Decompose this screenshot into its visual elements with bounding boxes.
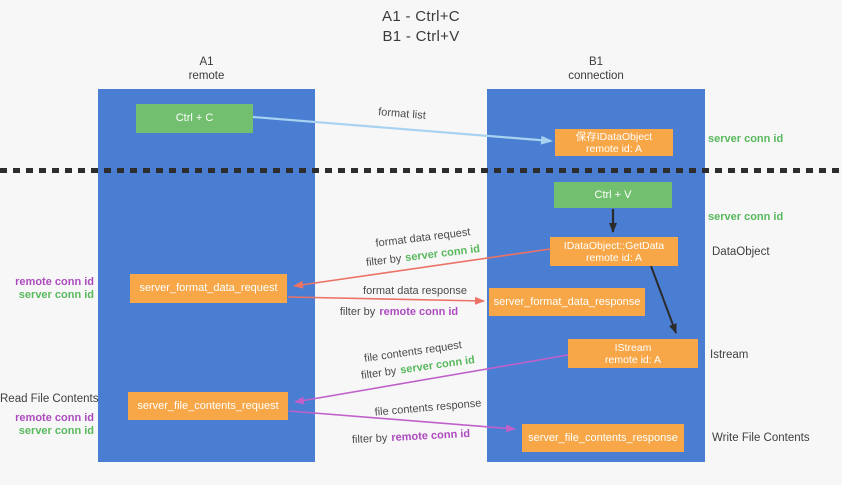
node-save-idataobject-line2: remote id: A [585, 142, 643, 155]
node-server-file-contents-request: server_file_contents_request [128, 392, 288, 420]
title-line-2: B1 - Ctrl+V [382, 28, 460, 45]
label-filter-by-2: filter by [339, 306, 376, 318]
node-istream: IStream remote id: A [568, 339, 698, 368]
label-filter-by-1: filter by [365, 252, 403, 269]
node-ctrl-v: Ctrl + V [554, 182, 672, 208]
node-server-format-data-request: server_format_data_request [130, 274, 287, 303]
node-idataobject-getdata: IDataObject::GetData remote id: A [550, 237, 678, 266]
annotation-read-file-contents: Read File Contents [0, 393, 99, 405]
annotation-write-file-contents: Write File Contents [712, 432, 810, 444]
annotation-remote-conn-id-1: remote conn id [15, 276, 94, 288]
node-file-request-label: server_file_contents_request [137, 399, 279, 412]
node-server-file-contents-response: server_file_contents_response [522, 424, 684, 452]
annotation-conn-ids-left-top: remote conn id server conn id [0, 276, 94, 302]
lane-a-header: A1 remote [98, 55, 315, 83]
title-line-1: A1 - Ctrl+C [382, 8, 460, 25]
annotation-remote-conn-id-2: remote conn id [15, 412, 94, 424]
node-ctrl-v-label: Ctrl + V [594, 188, 632, 201]
label-filter-by-3: filter by [360, 365, 398, 382]
label-format-data-response: format data response [363, 285, 467, 297]
node-format-response-label: server_format_data_response [493, 295, 641, 308]
annotation-istream: Istream [710, 349, 749, 361]
annotation-dataobject: DataObject [712, 246, 770, 258]
node-format-request-label: server_format_data_request [139, 282, 278, 294]
node-file-response-label: server_file_contents_response [528, 431, 678, 444]
label-filter-remote-value-2: remote conn id [391, 427, 471, 445]
label-filter-by-4: filter by [351, 432, 388, 447]
lane-b-role: connection [568, 70, 624, 82]
lane-b-header: B1 connection [487, 55, 705, 83]
node-save-idataobject-line1: 保存IDataObject [575, 130, 653, 143]
annotation-server-conn-id-mid: server conn id [708, 211, 784, 223]
node-istream-line2: remote id: A [604, 353, 662, 366]
lane-a-role: remote [188, 70, 225, 82]
label-format-list: format list [377, 106, 427, 122]
node-ctrl-c: Ctrl + C [136, 104, 253, 133]
node-server-format-data-response: server_format_data_response [489, 288, 645, 316]
lane-a-name: A1 [199, 56, 214, 68]
dotted-divider [0, 168, 842, 173]
label-filter-server-value-1: server conn id [404, 243, 481, 265]
annotation-server-conn-id-left-2: server conn id [18, 425, 94, 437]
diagram-title: A1 - Ctrl+C B1 - Ctrl+V [0, 7, 842, 47]
annotation-server-conn-id-left-1: server conn id [18, 289, 94, 301]
annotation-server-conn-id-top: server conn id [708, 133, 784, 145]
node-getdata-line1: IDataObject::GetData [563, 239, 665, 252]
lane-b-name: B1 [588, 56, 604, 68]
node-save-idataobject: 保存IDataObject remote id: A [555, 129, 673, 156]
node-istream-line1: IStream [614, 341, 652, 354]
label-filter-remote-value-1: remote conn id [379, 306, 459, 318]
label-file-contents-response: file contents response [374, 397, 482, 419]
node-ctrl-c-label: Ctrl + C [175, 112, 214, 124]
annotation-conn-ids-left-bottom: remote conn id server conn id [0, 412, 94, 438]
arrow-format-data-response [287, 296, 485, 305]
node-getdata-line2: remote id: A [585, 251, 643, 264]
